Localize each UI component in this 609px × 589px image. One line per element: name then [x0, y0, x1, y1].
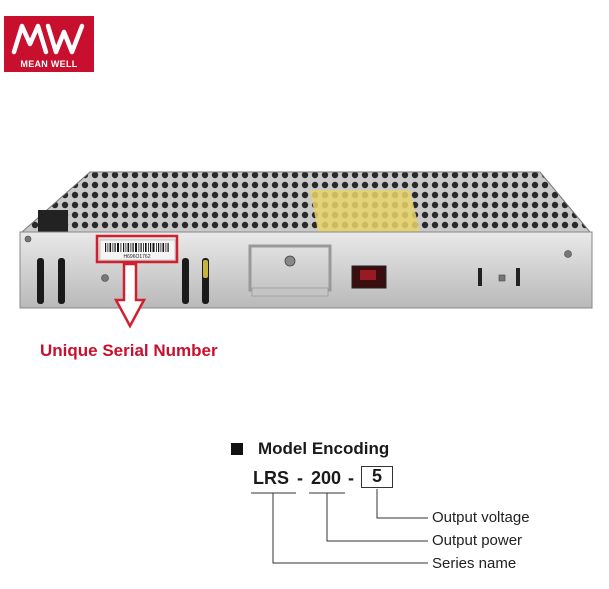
screw-icon [101, 274, 109, 282]
power-supply-image: H696O1762 [19, 171, 593, 309]
vent-slot [516, 268, 520, 286]
series-name-label: Series name [432, 555, 517, 572]
barcode: H696O1762 [104, 243, 170, 260]
vent-slot [58, 258, 65, 304]
code-voltage: 5 [361, 466, 393, 488]
mount-bracket [248, 244, 332, 292]
serial-highlight-box [95, 234, 179, 264]
code-series: LRS [253, 468, 289, 488]
screw-icon [284, 255, 296, 267]
logo-wordmark: MEAN WELL [20, 59, 78, 69]
section-bullet-icon [231, 443, 243, 455]
mean-well-logo: MEAN WELL [4, 16, 94, 72]
top-mesh [22, 172, 590, 232]
output-power-label: Output power [432, 532, 523, 549]
model-encoding-title: Model Encoding [258, 439, 390, 458]
top-label [310, 190, 420, 232]
code-power: 200 [311, 468, 342, 488]
screw-icon [24, 235, 32, 243]
output-voltage-label: Output voltage [432, 509, 530, 526]
vent-slot [182, 258, 189, 304]
code-separator: - [348, 468, 354, 488]
code-separator: - [297, 468, 303, 488]
serial-number-caption: Unique Serial Number [40, 341, 218, 360]
arrow-down-icon [113, 262, 147, 329]
vent-slot [37, 258, 44, 304]
mw-logo-mark [11, 23, 85, 55]
vent-slot [478, 268, 482, 286]
serial-text: H696O1762 [124, 254, 151, 260]
screw-icon [564, 250, 572, 258]
